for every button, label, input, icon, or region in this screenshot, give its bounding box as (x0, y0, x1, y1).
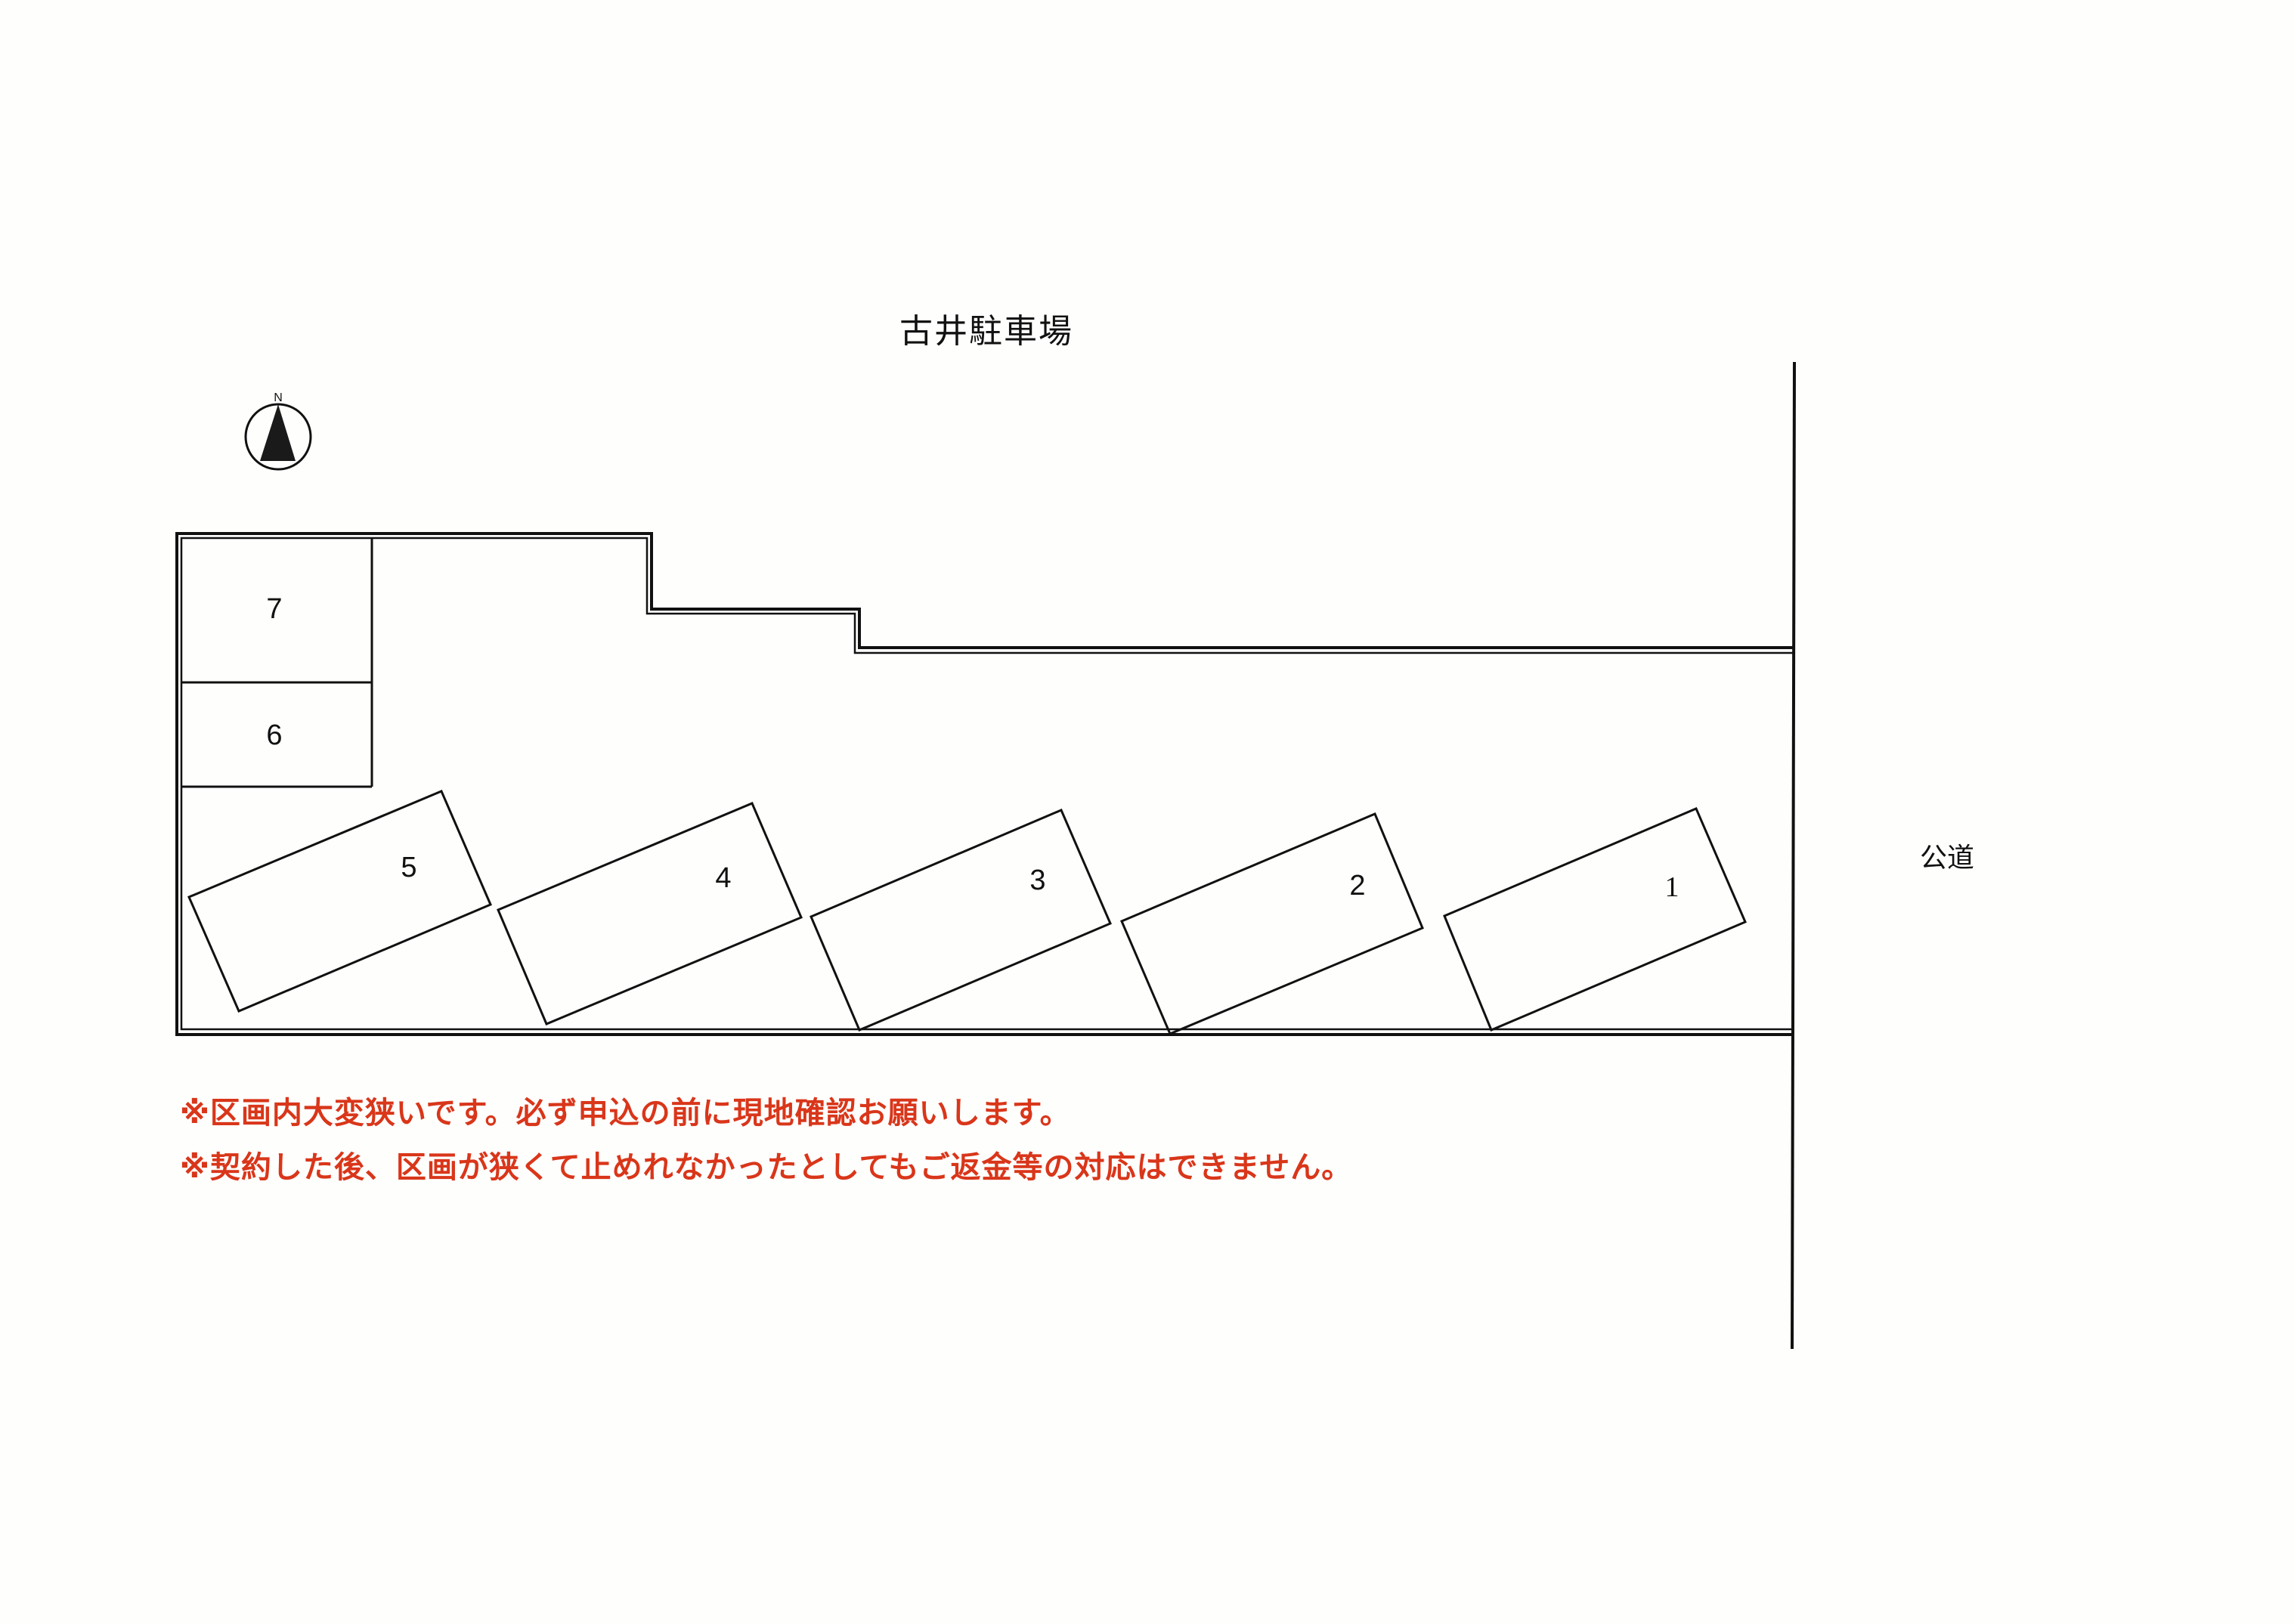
notice-warning-2: ※契約した後、区画が狭くて止めれなかったとしてもご返金等の対応はできません。 (180, 1150, 1353, 1185)
space-number: 3 (1029, 865, 1045, 896)
space-number: 6 (266, 719, 282, 751)
north-label: N (274, 391, 283, 404)
space-number: 5 (401, 852, 416, 883)
public-road-label: 公道 (1920, 843, 1975, 874)
parking-space-3[interactable]: 3 (810, 809, 1112, 1032)
space-number: 7 (266, 593, 282, 625)
road-boundary-line (1791, 361, 1796, 1350)
lot-boundary (175, 532, 1794, 1036)
north-arrow-icon: N (244, 391, 312, 471)
parking-space-6[interactable]: 6 (266, 719, 282, 751)
parking-space-2[interactable]: 2 (1120, 812, 1424, 1035)
page-title: 古井駐車場 (899, 312, 1073, 351)
space-number: 4 (715, 862, 731, 894)
parking-space-1[interactable]: 1 (1443, 807, 1747, 1032)
space-number: 2 (1349, 870, 1365, 902)
space-number: 1 (1665, 871, 1679, 903)
parking-space-4[interactable]: 4 (497, 802, 803, 1025)
parking-space-7[interactable]: 7 (266, 593, 282, 625)
notice-warning-1: ※区画内大変狭いです。必ず申込の前に現地確認お願いします。 (180, 1096, 1071, 1131)
parking-space-5[interactable]: 5 (187, 790, 492, 1013)
